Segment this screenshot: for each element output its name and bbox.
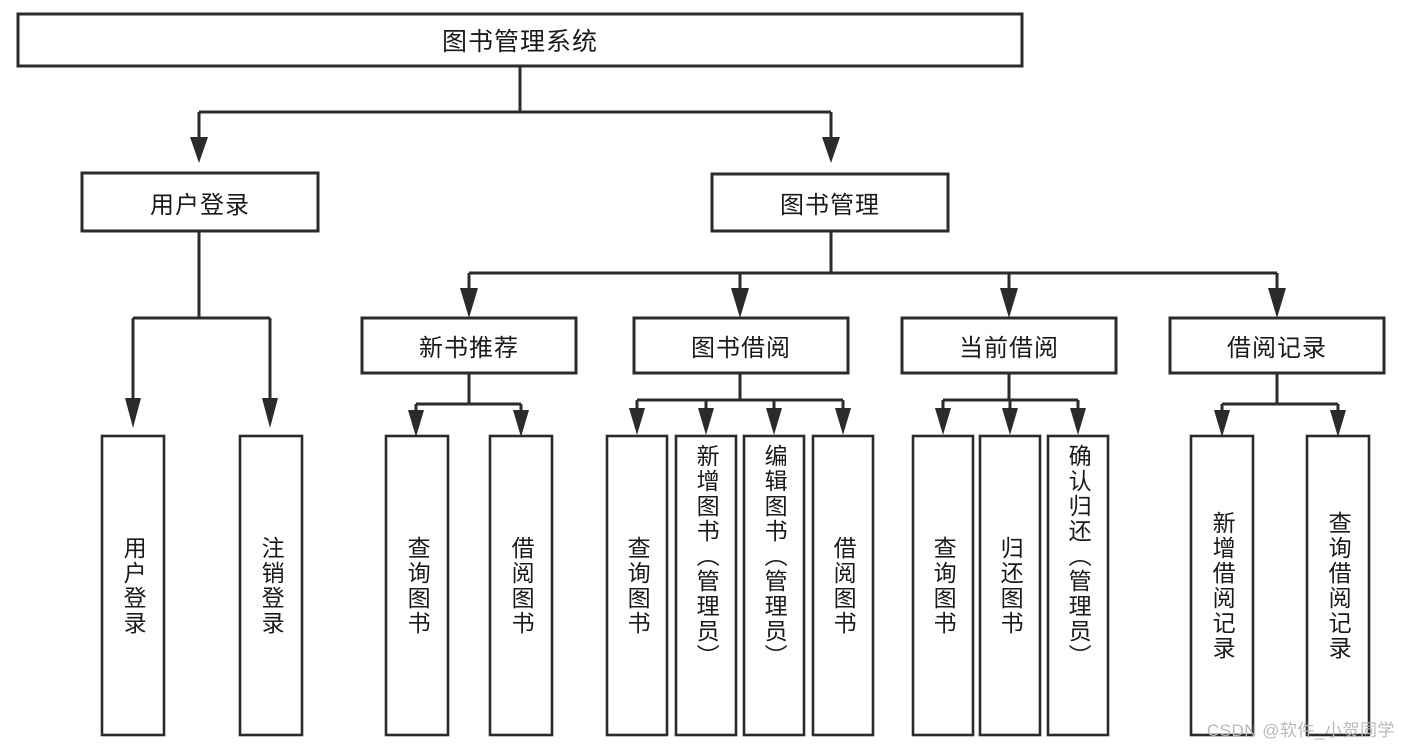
arrow-head-user-login <box>190 137 208 163</box>
node-box-book-borrow[interactable] <box>632 316 850 375</box>
arrow-head-nb-leaf1 <box>408 410 424 437</box>
node-box-leaf-ul-2[interactable] <box>238 434 304 737</box>
connector-group-current-borrow <box>935 373 1086 435</box>
node-box-leaf-cb-2[interactable] <box>978 434 1042 737</box>
arrow-head-ul-leaf2 <box>262 398 278 428</box>
node-box-leaf-nb-2[interactable] <box>488 434 554 737</box>
arrow-head-book-manage <box>822 137 840 163</box>
arrow-head-bb-leaf2 <box>698 408 714 435</box>
node-box-current-borrow[interactable] <box>900 316 1118 375</box>
arrow-head-bb-leaf3 <box>766 408 782 435</box>
node-box-leaf-bb-3[interactable] <box>742 434 806 737</box>
node-box-leaf-bb-4[interactable] <box>811 434 875 737</box>
node-box-book-manage[interactable] <box>710 172 950 233</box>
connector-group-root <box>190 66 840 163</box>
node-box-leaf-cb-3[interactable] <box>1046 434 1110 737</box>
connector-group-book-borrow <box>629 373 851 435</box>
connector-group-user-login <box>125 231 278 428</box>
node-box-leaf-nb-1[interactable] <box>384 434 450 737</box>
watermark-text: CSDN @软件_小贺同学 <box>1206 721 1395 740</box>
connector-group-new-book <box>408 373 529 437</box>
node-box-root[interactable] <box>16 12 1024 68</box>
arrow-head-cb-leaf3 <box>1070 408 1086 435</box>
arrow-head-borrow-record <box>1268 288 1286 318</box>
node-box-user-login[interactable] <box>80 171 320 233</box>
node-box-leaf-bb-2[interactable] <box>674 434 738 737</box>
node-box-new-book-recommend[interactable] <box>360 316 578 375</box>
arrow-head-new-book <box>460 288 478 318</box>
node-box-leaf-br-1[interactable] <box>1189 434 1255 737</box>
arrow-head-ul-leaf1 <box>125 398 141 428</box>
connector-group-book-manage <box>460 231 1286 318</box>
node-box-leaf-cb-1[interactable] <box>911 434 975 737</box>
node-box-leaf-bb-1[interactable] <box>605 434 669 737</box>
arrow-head-bb-leaf4 <box>835 408 851 435</box>
node-box-leaf-ul-1[interactable] <box>100 434 166 737</box>
arrow-head-book-borrow <box>731 288 749 318</box>
node-box-leaf-br-2[interactable] <box>1305 434 1371 737</box>
arrow-head-nb-leaf2 <box>513 410 529 437</box>
arrow-head-br-leaf2 <box>1330 410 1346 437</box>
arrow-head-bb-leaf1 <box>629 408 645 435</box>
arrow-head-br-leaf1 <box>1214 410 1230 437</box>
arrow-head-cb-leaf2 <box>1002 408 1018 435</box>
node-box-borrow-record[interactable] <box>1168 316 1386 375</box>
arrow-head-current-borrow <box>1000 288 1018 318</box>
connector-group-borrow-record <box>1214 373 1346 437</box>
arrow-head-cb-leaf1 <box>935 408 951 435</box>
